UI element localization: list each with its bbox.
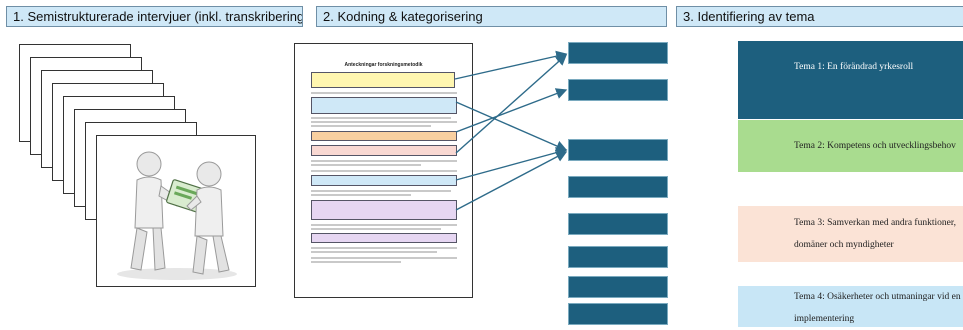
text-line — [311, 251, 437, 253]
text-line — [311, 194, 411, 196]
text-line — [311, 190, 451, 192]
text-line — [311, 228, 441, 230]
code-box — [568, 79, 668, 101]
text-line — [311, 121, 457, 123]
step-header-1: 1. Semistrukturerade intervjuer (inkl. t… — [6, 6, 303, 27]
theme-label-1: Tema 1: En förändrad yrkesroll — [794, 62, 914, 72]
theme-box-4: Tema 4: Osäkerheter och utmaningar vid e… — [738, 286, 963, 327]
theme-box-3: Tema 3: Samverkan med andra funktioner, … — [738, 206, 963, 262]
highlight-orange — [311, 131, 457, 141]
arrow — [455, 54, 568, 154]
code-box — [568, 246, 668, 268]
arrow — [454, 50, 568, 80]
text-line — [311, 261, 401, 263]
text-line — [311, 247, 457, 249]
arrow — [455, 147, 568, 181]
code-box — [568, 303, 668, 325]
text-line — [311, 117, 451, 119]
highlight-blue — [311, 97, 457, 114]
text-line — [311, 257, 457, 259]
theme-label-2: Tema 2: Kompetens och utvecklingsbehov — [794, 141, 956, 151]
arrow — [455, 101, 568, 152]
step-header-2: 2. Kodning & kategorisering — [316, 6, 667, 27]
interview-sheet-front — [96, 135, 256, 287]
arrow — [455, 151, 568, 211]
step-header-3: 3. Identifiering av tema — [676, 6, 963, 27]
text-line — [311, 170, 457, 172]
text-line — [311, 164, 421, 166]
text-line — [311, 125, 431, 127]
text-line — [311, 160, 457, 162]
code-box — [568, 42, 668, 64]
highlight-yellow — [311, 72, 455, 88]
theme-box-2: Tema 2: Kompetens och utvecklingsbehov — [738, 120, 963, 172]
code-box — [568, 176, 668, 198]
highlight-purple — [311, 233, 457, 243]
theme-label-4: Tema 4: Osäkerheter och utmaningar vid e… — [794, 292, 961, 324]
code-box — [568, 139, 668, 161]
text-line — [311, 92, 457, 94]
theme-box-1: Tema 1: En förändrad yrkesroll — [738, 41, 963, 119]
arrow — [455, 88, 568, 133]
highlight-pink — [311, 145, 457, 156]
code-box — [568, 276, 668, 298]
document-title: Anteckningar forskningsmetodik — [344, 62, 423, 68]
code-box — [568, 213, 668, 235]
theme-label-3: Tema 3: Samverkan med andra funktioner, … — [794, 218, 956, 250]
coded-transcript-document: Anteckningar forskningsmetodik — [294, 43, 473, 298]
text-line — [311, 224, 457, 226]
interview-people-illustration — [117, 151, 237, 280]
